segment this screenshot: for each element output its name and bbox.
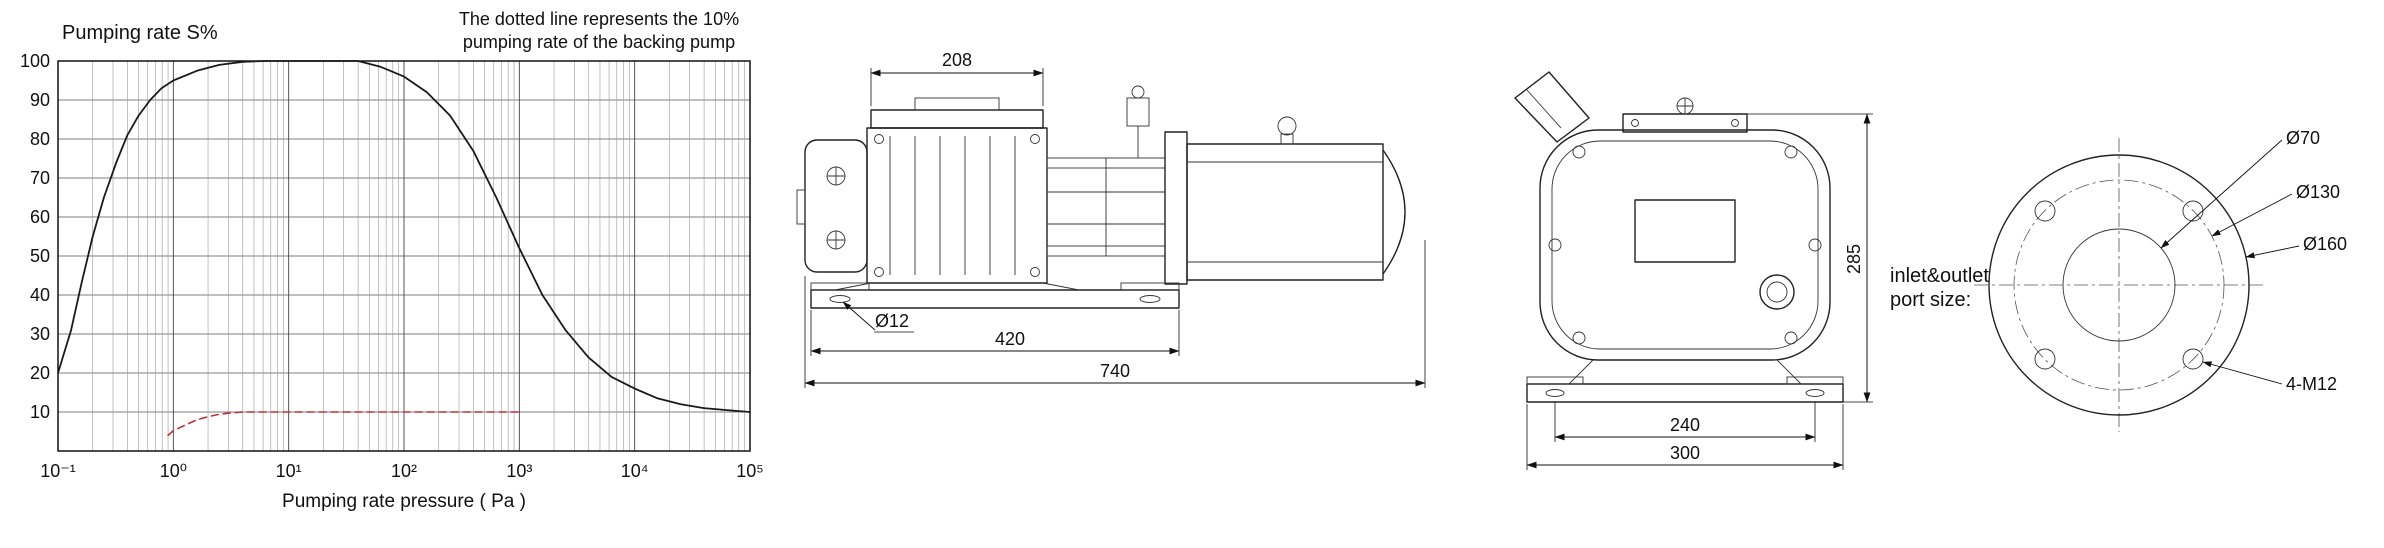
port-size-note: inlet&outlet port size: bbox=[1890, 265, 1989, 311]
front-nameplate bbox=[1634, 199, 1736, 263]
flange-dim-m12: 4-M12 bbox=[2202, 361, 2337, 394]
dim-300-label: 300 bbox=[1670, 443, 1700, 463]
flange-bore-circle bbox=[2062, 228, 2176, 342]
dim-70-label: Ø70 bbox=[2286, 128, 2320, 148]
front-casing bbox=[1539, 129, 1831, 361]
motor-eyebolt-icon bbox=[1277, 116, 1297, 136]
y-tick-label: 50 bbox=[30, 246, 50, 266]
x-tick-label: 10² bbox=[391, 461, 417, 481]
plot-border bbox=[57, 60, 751, 452]
y-tick-label: 60 bbox=[30, 207, 50, 227]
pumping-rate-curve bbox=[57, 60, 751, 413]
front-port bbox=[1759, 274, 1795, 310]
chart-annotation-line2: pumping rate of the backing pump bbox=[462, 32, 736, 52]
chart-title: Pumping rate S% bbox=[62, 22, 218, 44]
side-oil-cup bbox=[1126, 85, 1150, 158]
y-tick-label: 10 bbox=[30, 402, 50, 422]
flange-bolt-circle bbox=[2013, 179, 2225, 391]
side-coupling-frame bbox=[1046, 157, 1166, 257]
dim-740-label: 740 bbox=[1100, 361, 1130, 381]
y-tick-label: 20 bbox=[30, 363, 50, 383]
flange-geometry bbox=[1974, 138, 2266, 432]
port-size-note-line1: inlet&outlet bbox=[1890, 265, 1989, 287]
chart-annotation: The dotted line represents the 10% pumpi… bbox=[440, 8, 758, 54]
dim-208-label: 208 bbox=[942, 50, 972, 70]
chart-annotation-line1: The dotted line represents the 10% bbox=[458, 9, 740, 29]
side-dim-208: 208 bbox=[870, 50, 1044, 106]
flange-dim-130: Ø130 bbox=[2211, 182, 2340, 237]
dim-130-label: Ø130 bbox=[2296, 182, 2340, 202]
x-tick-label: 10¹ bbox=[276, 461, 302, 481]
flange-outer-circle bbox=[1988, 154, 2250, 416]
side-motor bbox=[1164, 116, 1406, 285]
y-tick-label: 80 bbox=[30, 129, 50, 149]
pump-side-view: 208 Ø12 420 740 bbox=[796, 50, 1426, 388]
side-base bbox=[810, 282, 1180, 309]
y-tick-label: 30 bbox=[30, 324, 50, 344]
dim-285-label: 285 bbox=[1844, 244, 1864, 274]
front-dim-240: 240 bbox=[1554, 402, 1816, 442]
front-top-flange bbox=[1622, 97, 1748, 133]
y-tick-label: 70 bbox=[30, 168, 50, 188]
port-size-note-line2: port size: bbox=[1890, 289, 1971, 311]
dim-420-label: 420 bbox=[995, 329, 1025, 349]
flange-dim-160: Ø160 bbox=[2245, 234, 2347, 259]
port-flange-view: Ø70 Ø130 Ø160 4-M12 inlet&outlet port si… bbox=[1890, 128, 2347, 432]
dim-foot-hole-label: Ø12 bbox=[875, 311, 909, 331]
side-dim-740: 740 bbox=[804, 240, 1426, 388]
front-dim-300: 300 bbox=[1526, 404, 1844, 470]
side-rotor-housing bbox=[866, 97, 1048, 284]
dim-160-label: Ø160 bbox=[2303, 234, 2347, 254]
x-tick-label: 10³ bbox=[506, 461, 532, 481]
front-base bbox=[1526, 359, 1844, 403]
side-dim-420: 420 bbox=[810, 310, 1180, 356]
backing-pump-dashed-curve bbox=[167, 411, 521, 437]
front-dim-285: 285 bbox=[1747, 113, 1873, 403]
pump-front-view: 285 240 300 bbox=[1514, 71, 1873, 470]
dim-240-label: 240 bbox=[1670, 415, 1700, 435]
y-tick-label: 100 bbox=[20, 51, 50, 71]
pumping-rate-plot: Pumping rate pressure ( Pa ) 100 90 80 70 60… bbox=[20, 51, 764, 512]
x-tick-label: 10⁻¹ bbox=[40, 461, 76, 481]
dim-m12-label: 4-M12 bbox=[2286, 374, 2337, 394]
x-axis-label: Pumping rate pressure ( Pa ) bbox=[282, 491, 526, 512]
y-tick-label: 40 bbox=[30, 285, 50, 305]
side-left-end-cap bbox=[796, 139, 868, 273]
front-inlet-pipe bbox=[1514, 71, 1590, 143]
y-tick-label: 90 bbox=[30, 90, 50, 110]
x-tick-label: 10⁰ bbox=[160, 461, 187, 481]
flange-dim-70: Ø70 bbox=[2160, 128, 2320, 249]
side-dim-foot-hole: Ø12 bbox=[842, 301, 914, 333]
x-tick-label: 10⁵ bbox=[736, 461, 763, 481]
x-tick-label: 10⁴ bbox=[621, 461, 649, 481]
